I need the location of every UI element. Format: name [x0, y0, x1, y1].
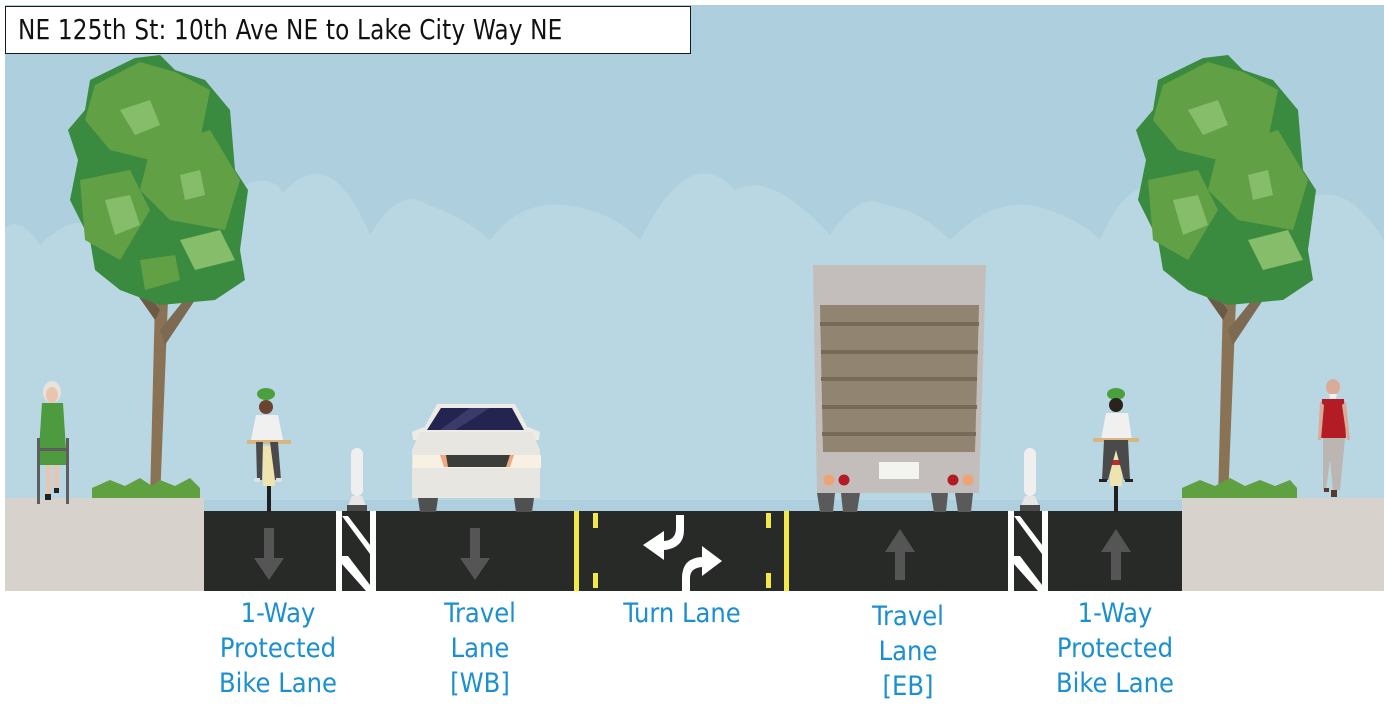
car-icon	[412, 404, 541, 512]
lane-label-turn: Turn Lane	[582, 596, 782, 631]
right-buffer-hatch	[1008, 511, 1048, 591]
flex-post-icon	[347, 448, 367, 511]
lane-label-line: Lane	[450, 633, 510, 664]
right-sidewalk	[1182, 498, 1384, 591]
lane-label-line: 1-Way	[1077, 598, 1153, 629]
down-arrow-icon	[254, 528, 284, 580]
street-cross-section	[5, 5, 1384, 591]
lane-label-line: 1-Way	[240, 598, 316, 629]
lane-label-travel-wb: Travel Lane [WB]	[400, 596, 560, 701]
two-way-left-turn-arrows-icon	[643, 515, 722, 591]
title-box: NE 125th St: 10th Ave NE to Lake City Wa…	[5, 6, 691, 54]
lane-label-line: Bike Lane	[1056, 668, 1174, 699]
lane-label-travel-eb: Travel Lane [EB]	[828, 599, 988, 704]
lane-label-line: Protected	[1056, 633, 1174, 664]
pedestrian-walking-icon	[1318, 379, 1350, 497]
cyclist-icon	[247, 388, 291, 512]
flex-post-icon	[1020, 448, 1040, 511]
left-tree-icon	[68, 55, 248, 500]
lane-label-line: [WB]	[450, 668, 510, 699]
lane-label-line: Travel	[872, 601, 944, 632]
lane-label-line: Protected	[219, 633, 337, 664]
lane-labels: 1-Way Protected Bike Lane Travel Lane [W…	[0, 596, 1384, 711]
lane-label-bike-eb: 1-Way Protected Bike Lane	[1035, 596, 1195, 701]
roadway	[204, 511, 1182, 591]
clouds	[5, 173, 1384, 501]
lane-label-bike-wb: 1-Way Protected Bike Lane	[198, 596, 358, 701]
down-arrow-icon	[460, 528, 490, 580]
lane-label-line: [EB]	[882, 671, 934, 702]
lane-label-line: Turn Lane	[623, 598, 741, 629]
page-title: NE 125th St: 10th Ave NE to Lake City Wa…	[18, 13, 563, 46]
left-buffer-hatch	[336, 511, 376, 591]
box-truck-icon	[813, 265, 986, 512]
lane-label-line: Bike Lane	[219, 668, 337, 699]
turn-lane-yellow-lines	[574, 511, 789, 591]
lane-label-line: Lane	[878, 636, 938, 667]
lane-label-line: Travel	[444, 598, 516, 629]
pedestrian-with-walker-icon	[37, 381, 69, 504]
cyclist-icon	[1093, 388, 1139, 512]
up-arrow-icon	[1101, 529, 1131, 580]
street-illustration	[5, 5, 1384, 591]
left-sidewalk	[5, 498, 204, 591]
up-arrow-icon	[885, 529, 915, 580]
right-tree-icon	[1136, 55, 1316, 500]
